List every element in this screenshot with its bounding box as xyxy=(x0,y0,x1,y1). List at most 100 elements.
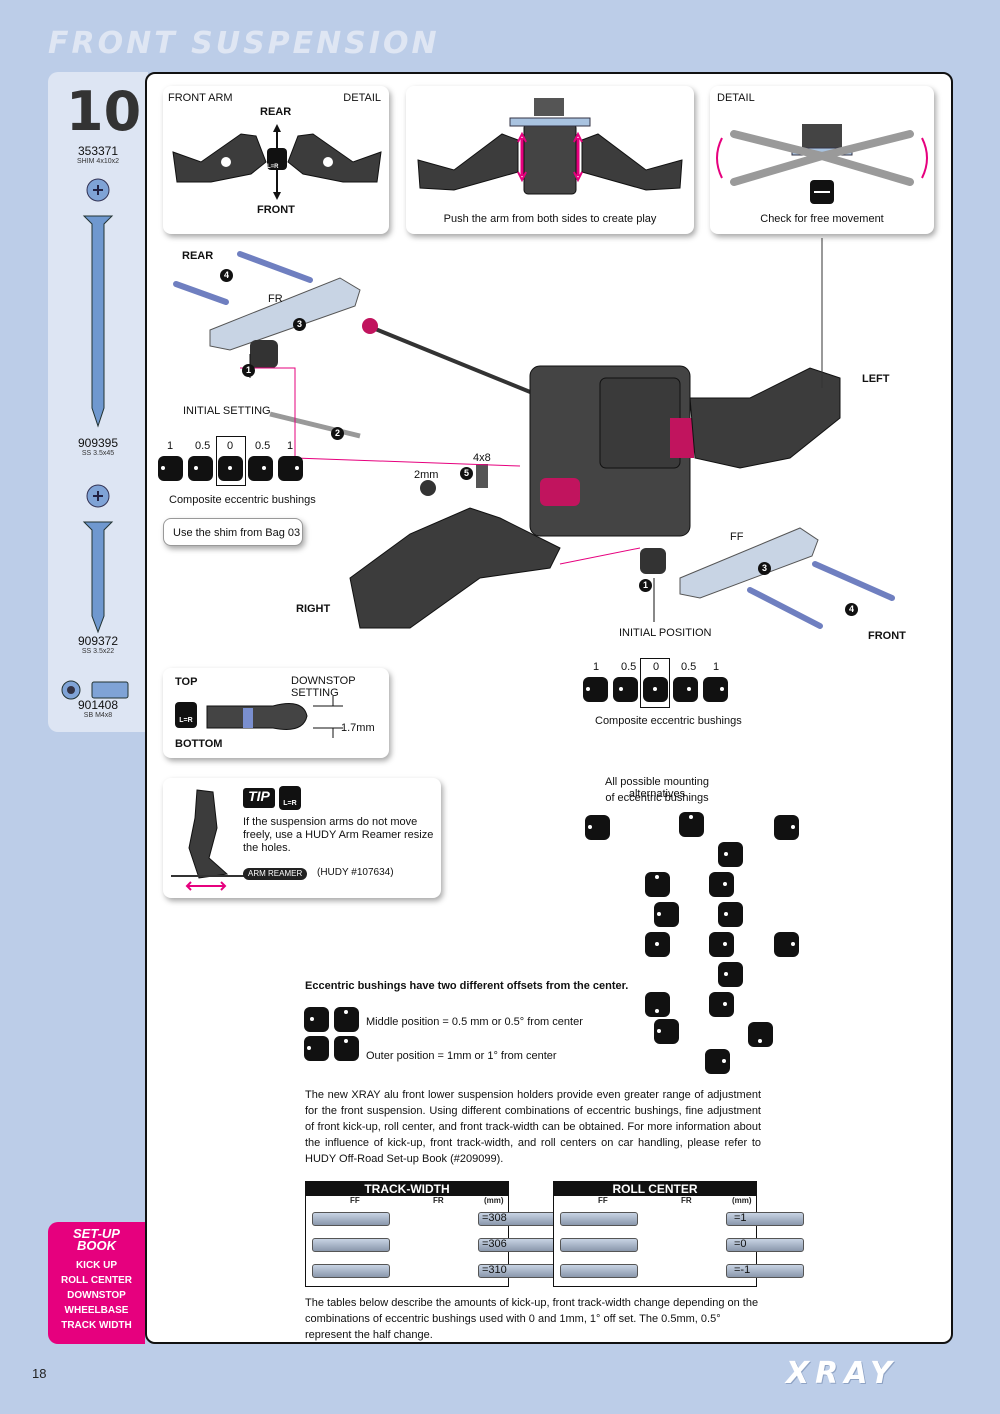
bushing-icon xyxy=(703,677,728,702)
detail-label: DETAIL xyxy=(343,92,381,104)
step-3-marker: 3 xyxy=(758,562,771,575)
lr-badge: L=R xyxy=(267,164,279,170)
column-header: (mm) xyxy=(732,1196,752,1205)
table-row: =310 xyxy=(306,1260,556,1286)
bushing-icon xyxy=(643,677,668,702)
table-title: TRACK-WIDTH xyxy=(306,1182,508,1196)
selected-bushing-frame xyxy=(216,436,246,486)
bushing-icon xyxy=(709,992,735,1017)
bushing-icon xyxy=(653,902,679,927)
part-number: 909372 xyxy=(77,634,119,648)
ff-label: FF xyxy=(730,531,744,543)
step-4-marker: 4 xyxy=(845,603,858,616)
table-row: =-1 xyxy=(554,1260,804,1286)
bushing-row xyxy=(158,456,308,486)
scale-label: 1 xyxy=(167,440,174,452)
scale-label: 0 xyxy=(227,440,234,452)
bushing-icon xyxy=(748,1022,774,1047)
right-label: RIGHT xyxy=(296,603,331,615)
table-title: ROLL CENTER xyxy=(554,1182,756,1196)
outer-position-text: Outer position = 1mm or 1° from center xyxy=(366,1050,557,1062)
set-screw-icon xyxy=(61,680,129,700)
table-value: =-1 xyxy=(734,1264,751,1276)
bushing-icon xyxy=(158,456,183,481)
bushing-row xyxy=(583,677,733,707)
arm-reamer-tool: ARM REAMER xyxy=(243,868,308,880)
eccentric-heading: Eccentric bushings have two different of… xyxy=(305,980,629,992)
step-1-marker: 1 xyxy=(639,579,652,592)
setup-book-tab: SET-UP BOOK KICK UP ROLL CENTER DOWNSTOP… xyxy=(48,1222,145,1344)
scale-label: 0.5 xyxy=(255,440,271,452)
step-3-marker: 3 xyxy=(293,318,306,331)
bushing-icon xyxy=(645,932,670,957)
scale-label: 0.5 xyxy=(621,661,637,673)
page-title: FRONT SUSPENSION xyxy=(48,26,440,61)
downstop-box: TOP DOWNSTOP SETTING BOTTOM L=R 1.7mm xyxy=(163,668,389,758)
bushing-icon xyxy=(709,872,735,897)
middle-bushings xyxy=(304,1007,364,1037)
setup-item: DOWNSTOP xyxy=(67,1290,126,1301)
bushing-icon xyxy=(334,1007,359,1032)
scale-label: 0.5 xyxy=(195,440,211,452)
part-number: 909395 xyxy=(77,436,119,450)
detail-label: DETAIL xyxy=(717,92,755,104)
setup-item: KICK UP xyxy=(75,1260,118,1271)
part-number: 353371 xyxy=(77,144,119,158)
column-header: (mm) xyxy=(484,1196,504,1205)
setup-item: ROLL CENTER xyxy=(61,1275,132,1286)
screw-short-icon xyxy=(82,484,114,634)
rear-label: REAR xyxy=(260,106,292,118)
bushing-icon xyxy=(673,677,698,702)
screw-long-icon xyxy=(82,178,114,428)
table-value: =306 xyxy=(482,1238,507,1250)
front-label: FRONT xyxy=(257,204,295,216)
bushing-icon xyxy=(248,456,273,481)
push-arm-box: Push the arm from both sides to create p… xyxy=(406,86,694,234)
size-label: 4x8 xyxy=(473,452,491,464)
shim-note: Use the shim from Bag 03 xyxy=(163,518,303,546)
bushing-icon xyxy=(718,962,744,987)
lr-badge: L=R xyxy=(175,702,197,728)
bushing-icon xyxy=(705,1049,730,1074)
front-arm-detail-box: FRONT ARM DETAIL REAR FRONT L=R xyxy=(163,86,389,234)
bushing-icon xyxy=(304,1007,329,1032)
part-desc: SS 3.5x22 xyxy=(81,648,115,655)
scale-label: 1 xyxy=(713,661,720,673)
bushing-icon xyxy=(679,812,705,837)
step-5-marker: 5 xyxy=(460,467,473,480)
initial-setting-label: INITIAL SETTING xyxy=(183,405,271,417)
scale-label: 1 xyxy=(287,440,294,452)
lr-badge: L=R xyxy=(279,786,301,810)
tip-text: If the suspension arms do not move freel… xyxy=(243,816,434,854)
rear-label: REAR xyxy=(182,250,214,262)
part-number: 901408 xyxy=(77,698,119,712)
scale-label: 0 xyxy=(653,661,660,673)
composite-label: Composite eccentric bushings xyxy=(595,715,742,727)
bottom-label: BOTTOM xyxy=(175,738,223,750)
page-number: 18 xyxy=(32,1366,47,1381)
column-header: FF xyxy=(598,1196,608,1205)
front-arm-label: FRONT ARM xyxy=(168,92,233,104)
footnote: The tables below describe the amounts of… xyxy=(305,1297,759,1341)
arm-reamer-drawing xyxy=(171,789,245,891)
downstop-title: DOWNSTOP SETTING xyxy=(291,675,356,699)
track-width-table: TRACK-WIDTH FF FR (mm) =308 =306 =310 xyxy=(305,1181,556,1287)
xray-logo: XRAY xyxy=(786,1356,898,1391)
alternatives-subtitle: of eccentric bushings xyxy=(605,792,709,804)
size-label: 2mm xyxy=(414,469,439,481)
composite-label: Composite eccentric bushings xyxy=(169,494,316,506)
table-value: =1 xyxy=(734,1212,747,1224)
initial-position-label: INITIAL POSITION xyxy=(619,627,712,639)
front-label: FRONT xyxy=(868,630,906,642)
shim-icon: 10 xyxy=(66,80,142,143)
bushing-icon xyxy=(645,872,670,897)
top-label: TOP xyxy=(175,676,198,688)
free-movement-caption: Check for free movement xyxy=(760,213,884,225)
middle-position-text: Middle position = 0.5 mm or 0.5° from ce… xyxy=(366,1016,583,1028)
bushing-icon xyxy=(585,815,610,840)
setup-item: WHEELBASE xyxy=(64,1305,129,1316)
table-value: =310 xyxy=(482,1264,507,1276)
step-2-marker: 2 xyxy=(331,427,344,440)
setup-book-title: BOOK xyxy=(77,1238,116,1253)
bushing-icon xyxy=(709,932,735,957)
